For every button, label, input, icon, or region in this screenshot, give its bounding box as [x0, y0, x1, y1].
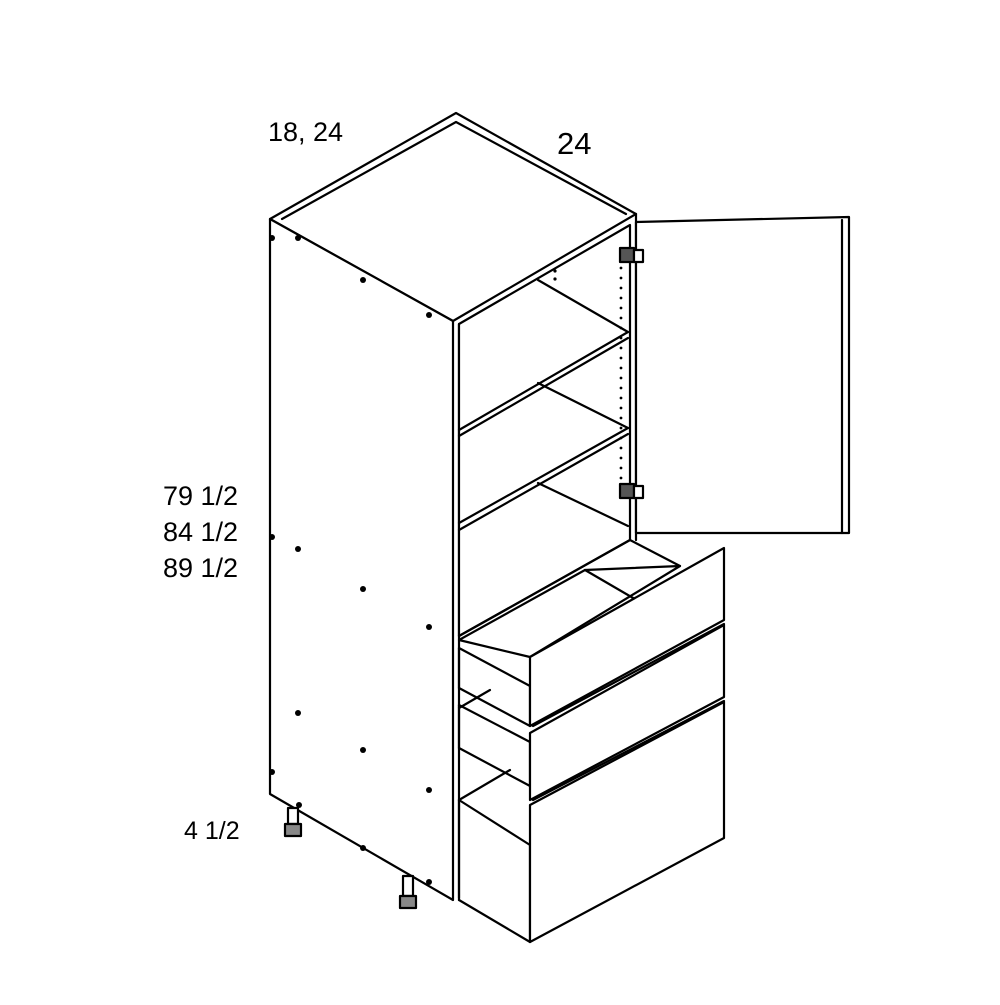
drawer-front-top — [528, 546, 726, 728]
width-dimension-label: 24 — [557, 126, 592, 161]
height-option-2: 84 1/2 — [163, 517, 239, 547]
side-panel-holes — [269, 235, 432, 885]
drawer-front-middle — [528, 623, 726, 802]
height-option-3: 89 1/2 — [163, 553, 239, 583]
height-option-1: 79 1/2 — [163, 481, 239, 511]
leveling-leg-front — [283, 806, 303, 838]
toe-kick-dimension-label: 4 1/2 — [184, 817, 240, 845]
shelf-2 — [457, 426, 630, 525]
leveling-leg-back — [398, 874, 418, 910]
depth-dimension-label: 18, 24 — [268, 117, 344, 147]
hinge-bottom — [618, 482, 645, 500]
height-dimension-labels: 79 1/2 84 1/2 89 1/2 — [163, 478, 238, 586]
hinge-top — [618, 246, 645, 264]
cabinet-side-panel — [268, 217, 455, 902]
drawer-box-top — [457, 564, 682, 659]
drawer-front-bottom — [528, 700, 726, 944]
cabinet-door — [634, 215, 851, 535]
shelf-1 — [457, 330, 630, 432]
